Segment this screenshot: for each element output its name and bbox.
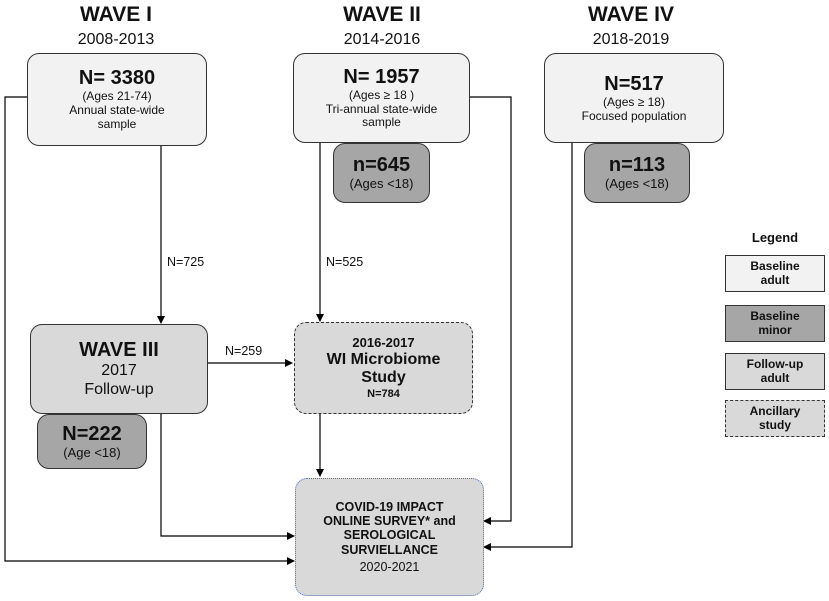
microbiome-study-box: 2016-2017 WI Microbiome Study N=784 xyxy=(294,322,473,414)
wave2-minor-ages: (Ages <18) xyxy=(349,176,414,192)
wave4-minor-ages: (Ages <18) xyxy=(605,176,669,192)
wave2-baseline-box: N= 1957 (Ages ≥ 18 ) Tri-annual state-wi… xyxy=(293,53,470,143)
wave3-minor-n: N=222 xyxy=(62,422,122,445)
wave1-baseline-box: N= 3380 (Ages 21-74) Annual state-wide s… xyxy=(27,53,207,146)
wave3-year: 2017 xyxy=(101,362,137,380)
legend-item-baseline-adult: Baseline adult xyxy=(725,255,825,292)
covid-survey-box: COVID-19 IMPACT ONLINE SURVEY* and SEROL… xyxy=(295,478,484,596)
wave2-minor-n: n=645 xyxy=(352,154,411,177)
flow-label-w3-to-micro: N=259 xyxy=(225,344,263,358)
flow-label-w1-to-w3: N=725 xyxy=(167,255,205,269)
legend-item-label: Baseline adult xyxy=(750,258,800,287)
wave2-minor-box: n=645 (Ages <18) xyxy=(333,143,430,203)
wave4-n: N=517 xyxy=(604,72,664,95)
legend-item-label: Ancillary study xyxy=(749,403,801,432)
covid-line2: ONLINE SURVEY* and xyxy=(323,513,456,528)
wave4-title: WAVE IV xyxy=(588,3,674,26)
covid-line1: COVID-19 IMPACT xyxy=(335,499,444,514)
wave1-n: N= 3380 xyxy=(78,67,156,90)
wave4-baseline-box: N=517 (Ages ≥ 18) Focused population xyxy=(544,53,724,143)
wave1-years: 2008-2013 xyxy=(77,31,155,48)
wave3-desc: Follow-up xyxy=(84,380,154,398)
wave1-ages: (Ages 21-74) xyxy=(82,89,152,104)
wave2-desc: Tri-annual state-wide sample xyxy=(325,101,438,130)
wave4-minor-n: n=113 xyxy=(608,154,666,177)
wave4-desc: Focused population xyxy=(581,108,687,123)
wave1-desc: Annual state-wide sample xyxy=(69,103,165,131)
wave4-years: 2018-2019 xyxy=(592,31,670,48)
wave2-years: 2014-2016 xyxy=(343,31,421,48)
arrow-wave2-to-covid xyxy=(470,96,512,525)
wave3-minor-ages: (Age <18) xyxy=(63,444,121,460)
wave1-title: WAVE I xyxy=(80,3,152,26)
legend-item-label: Baseline minor xyxy=(750,308,800,337)
wave2-ages: (Ages ≥ 18 ) xyxy=(348,87,415,102)
wave3-title: WAVE III xyxy=(79,339,159,362)
arrow-wave1-to-covid xyxy=(4,96,295,565)
microbiome-years: 2016-2017 xyxy=(352,334,415,350)
flow-label-w2-to-micro: N=525 xyxy=(326,255,364,269)
legend-title: Legend xyxy=(751,230,799,245)
wave4-ages: (Ages ≥ 18) xyxy=(603,94,665,109)
arrow-wave4-to-covid xyxy=(483,143,573,551)
wave3-followup-box: WAVE III 2017 Follow-up xyxy=(30,324,208,414)
legend-item-label: Follow-up adult xyxy=(746,356,804,385)
wave2-title: WAVE II xyxy=(343,3,421,26)
legend-item-ancillary-study: Ancillary study xyxy=(725,400,825,437)
wave2-n: N= 1957 xyxy=(343,65,420,88)
wave3-minor-box: N=222 (Age <18) xyxy=(37,414,147,469)
legend-item-baseline-minor: Baseline minor xyxy=(725,305,825,342)
covid-line3: SEROLOGICAL xyxy=(343,528,436,543)
legend-item-followup-adult: Follow-up adult xyxy=(725,353,825,390)
microbiome-n: N=784 xyxy=(367,387,400,400)
microbiome-title: WI Microbiome Study xyxy=(326,350,441,387)
covid-years: 2020-2021 xyxy=(359,560,420,575)
wave4-minor-box: n=113 (Ages <18) xyxy=(584,143,690,203)
covid-line4: SURVIELLANCE xyxy=(340,542,438,557)
arrow-wave3-to-covid xyxy=(160,413,295,540)
